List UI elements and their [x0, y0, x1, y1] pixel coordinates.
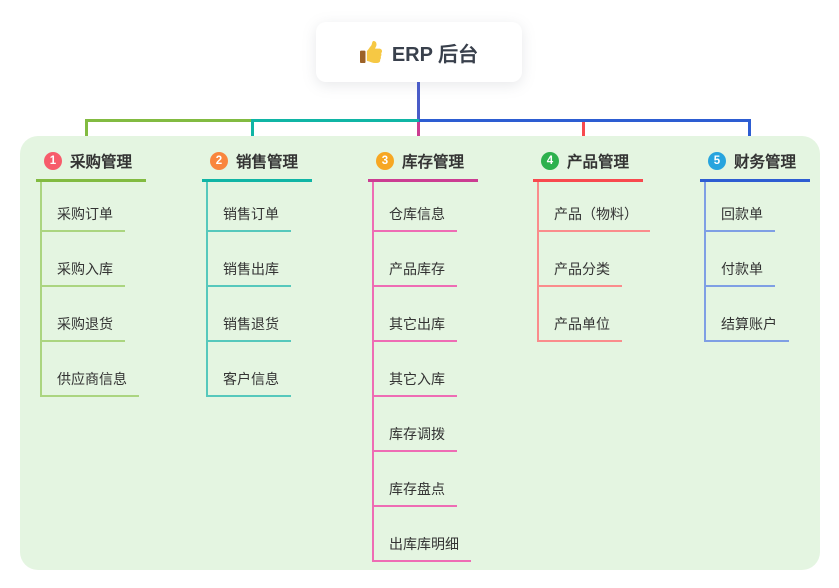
root-node[interactable]: ERP 后台	[316, 22, 522, 82]
branch-badge-icon: 5	[708, 152, 726, 170]
child-node[interactable]: 供应商信息	[42, 342, 139, 397]
connector-drop-branch-4	[582, 122, 585, 146]
branch-header-4[interactable]: 4 产品管理	[533, 146, 643, 182]
child-node[interactable]: 销售退货	[208, 287, 291, 342]
connector-drop-branch-2	[251, 119, 254, 146]
branch-header-1[interactable]: 1 采购管理	[36, 146, 146, 182]
thumbs-up-icon	[359, 41, 382, 63]
connector-drop-branch-3	[417, 122, 420, 146]
branch-header-3[interactable]: 3 库存管理	[368, 146, 478, 182]
branch-header-2[interactable]: 2 销售管理	[202, 146, 312, 182]
connector-drop-branch-1	[85, 119, 88, 146]
child-node[interactable]: 客户信息	[208, 342, 291, 397]
child-node[interactable]: 产品库存	[374, 232, 457, 287]
branch-children: 回款单付款单结算账户	[704, 182, 789, 342]
child-node[interactable]: 库存调拨	[374, 397, 457, 452]
child-node[interactable]: 产品（物料）	[539, 182, 650, 232]
root-title: ERP 后台	[391, 43, 479, 66]
branch-children: 销售订单销售出库销售退货客户信息	[206, 182, 291, 397]
branch-1: 1 采购管理采购订单采购入库采购退货供应商信息	[36, 146, 146, 397]
child-node[interactable]: 其它入库	[374, 342, 457, 397]
child-node[interactable]: 库存盘点	[374, 452, 457, 507]
child-node[interactable]: 产品分类	[539, 232, 622, 287]
child-node[interactable]: 结算账户	[706, 287, 789, 342]
branch-children: 仓库信息产品库存其它出库其它入库库存调拨库存盘点出库库明细	[372, 182, 471, 562]
child-node[interactable]: 产品单位	[539, 287, 622, 342]
child-node[interactable]: 采购订单	[42, 182, 125, 232]
branch-label: 财务管理	[734, 154, 797, 171]
connector-drop-branch-5	[748, 119, 751, 146]
branch-label: 销售管理	[236, 154, 299, 171]
branch-children: 产品（物料）产品分类产品单位	[537, 182, 650, 342]
branch-header-5[interactable]: 5 财务管理	[700, 146, 810, 182]
branch-5: 5 财务管理回款单付款单结算账户	[700, 146, 810, 342]
child-node[interactable]: 付款单	[706, 232, 775, 287]
child-node[interactable]: 采购入库	[42, 232, 125, 287]
child-node[interactable]: 销售出库	[208, 232, 291, 287]
connector-root-drop	[417, 82, 420, 121]
branch-2: 2 销售管理销售订单销售出库销售退货客户信息	[202, 146, 312, 397]
connector-rail-teal	[252, 119, 419, 122]
branch-badge-icon: 3	[376, 152, 394, 170]
branch-badge-icon: 4	[541, 152, 559, 170]
child-node[interactable]: 出库库明细	[374, 507, 471, 562]
child-node[interactable]: 销售订单	[208, 182, 291, 232]
connector-rail-green	[85, 119, 253, 122]
branch-label: 采购管理	[70, 154, 133, 171]
branch-badge-icon: 2	[210, 152, 228, 170]
connector-rail-blue	[419, 119, 751, 122]
branch-4: 4 产品管理产品（物料）产品分类产品单位	[533, 146, 650, 342]
child-node[interactable]: 采购退货	[42, 287, 125, 342]
branch-3: 3 库存管理仓库信息产品库存其它出库其它入库库存调拨库存盘点出库库明细	[368, 146, 478, 562]
child-node[interactable]: 仓库信息	[374, 182, 457, 232]
branch-label: 产品管理	[567, 154, 630, 171]
mindmap-panel: 1 采购管理采购订单采购入库采购退货供应商信息 2 销售管理销售订单销售出库销售退货客…	[20, 136, 820, 570]
branch-badge-icon: 1	[44, 152, 62, 170]
branch-label: 库存管理	[402, 154, 465, 171]
child-node[interactable]: 其它出库	[374, 287, 457, 342]
branch-children: 采购订单采购入库采购退货供应商信息	[40, 182, 139, 397]
child-node[interactable]: 回款单	[706, 182, 775, 232]
